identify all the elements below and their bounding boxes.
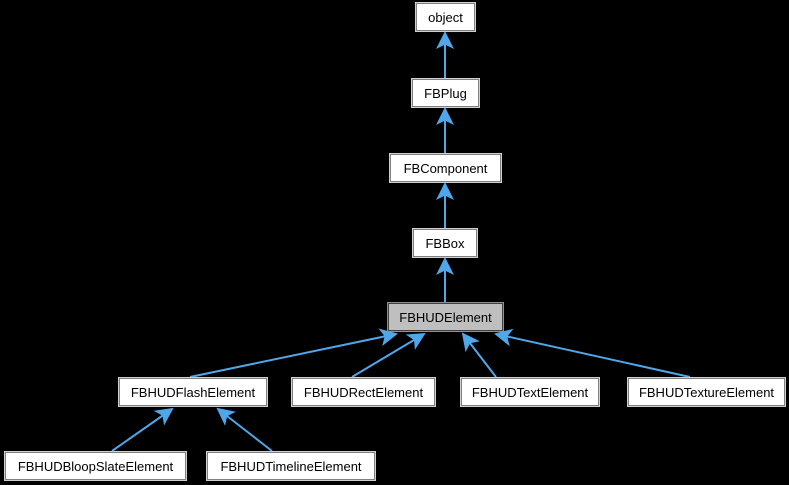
class-node-label: FBBox bbox=[425, 235, 465, 251]
class-node-fbhudtimelineelement[interactable]: FBHUDTimelineElement bbox=[206, 451, 376, 481]
class-node-fbhudrectelement[interactable]: FBHUDRectElement bbox=[291, 377, 436, 407]
class-node-object[interactable]: object bbox=[415, 2, 476, 32]
class-node-label: FBPlug bbox=[424, 85, 467, 101]
inheritance-arrow-fbhudbloopslateelement-to-fbhudflashelement bbox=[111, 407, 174, 452]
class-node-fbbox[interactable]: FBBox bbox=[412, 228, 478, 258]
class-node-label: FBHUDRectElement bbox=[303, 384, 424, 400]
class-node-fbhudflashelement[interactable]: FBHUDFlashElement bbox=[118, 377, 268, 407]
class-node-fbhudtextelement[interactable]: FBHUDTextElement bbox=[460, 377, 600, 407]
inheritance-arrow-fbhudtextelement-to-fbhudelement bbox=[461, 332, 497, 378]
class-node-label: FBComponent bbox=[403, 160, 488, 176]
inheritance-arrow-fbhudtextureelement-to-fbhudelement bbox=[494, 328, 691, 378]
class-node-label: object bbox=[428, 9, 463, 25]
class-node-label: FBHUDTextureElement bbox=[638, 384, 775, 400]
class-node-fbhudtextureelement[interactable]: FBHUDTextureElement bbox=[627, 377, 786, 407]
class-node-fbplug[interactable]: FBPlug bbox=[411, 78, 480, 108]
class-node-label: FBHUDTextElement bbox=[471, 384, 589, 400]
inheritance-arrow-fbhudflashelement-to-fbhudelement bbox=[189, 328, 398, 378]
class-node-fbhudbloopslateelement[interactable]: FBHUDBloopSlateElement bbox=[4, 451, 187, 481]
class-node-label: FBHUDBloopSlateElement bbox=[17, 458, 174, 474]
class-node-fbcomponent[interactable]: FBComponent bbox=[389, 153, 502, 183]
inheritance-arrow-fbhudtimelineelement-to-fbhudflashelement bbox=[216, 407, 273, 452]
inheritance-arrow-fbhudrectelement-to-fbhudelement bbox=[351, 332, 426, 378]
class-node-label: FBHUDTimelineElement bbox=[220, 458, 362, 474]
class-node-fbhudelement[interactable]: FBHUDElement bbox=[387, 302, 504, 332]
class-node-label: FBHUDFlashElement bbox=[130, 384, 256, 400]
class-node-label: FBHUDElement bbox=[399, 309, 492, 325]
